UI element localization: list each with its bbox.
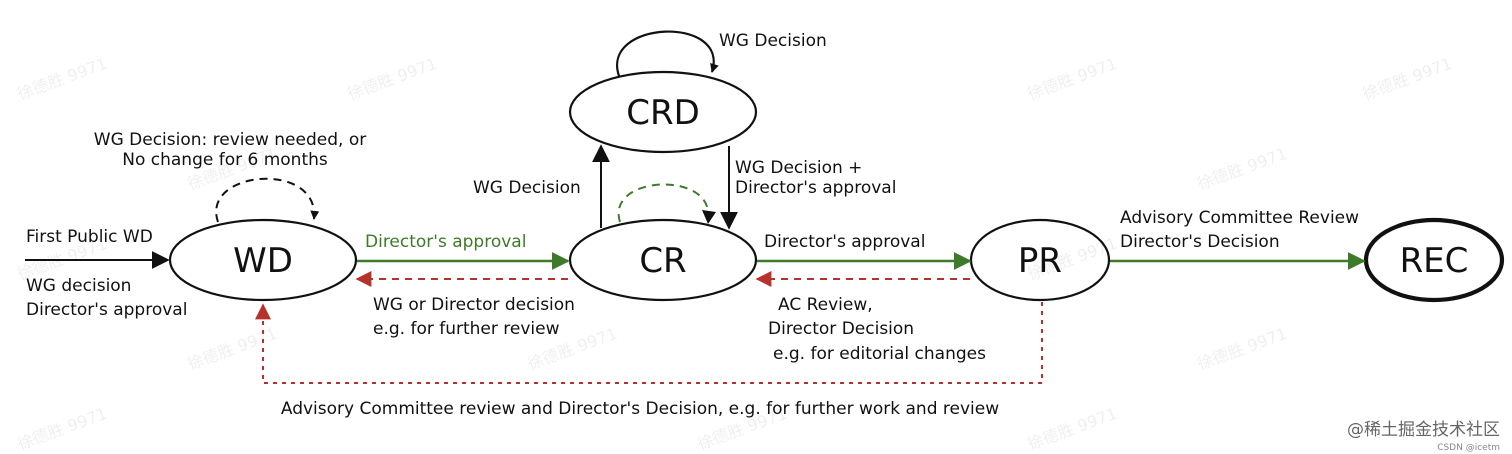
watermark-tile: 徐德胜 9971 bbox=[1360, 54, 1455, 104]
watermark-tile: 徐德胜 9971 bbox=[15, 54, 110, 104]
wd-loop-label-1: WG Decision: review needed, or bbox=[94, 130, 366, 150]
crd-label: CRD bbox=[626, 93, 700, 133]
wd-ellipse bbox=[168, 218, 358, 302]
first-public-label: First Public WD bbox=[26, 227, 153, 247]
pr-to-cr-label-1: AC Review, bbox=[778, 295, 873, 315]
watermark-tile: 徐德胜 9971 bbox=[345, 54, 440, 104]
pr-to-rec-label-1: Advisory Committee Review bbox=[1120, 208, 1359, 228]
cr-to-wd-label-1: WG or Director decision bbox=[373, 295, 575, 315]
pr-to-cr-label-2: Director Decision bbox=[768, 319, 914, 339]
cr-self-loop bbox=[617, 183, 710, 223]
pr-to-wd-arrow bbox=[255, 302, 1043, 384]
cr-to-wd-label-2: e.g. for further review bbox=[373, 319, 560, 339]
wg-decision-label: WG decision bbox=[26, 276, 131, 296]
crd-loop-label: WG Decision bbox=[719, 31, 827, 51]
directors-approval-entry-label: Director's approval bbox=[26, 300, 187, 320]
brand-watermark: @稀土掘金技术社区 bbox=[1347, 420, 1500, 440]
cr-ellipse bbox=[568, 218, 758, 302]
crd-ellipse bbox=[568, 70, 758, 154]
pr-to-cr-label-3: e.g. for editorial changes bbox=[773, 344, 986, 364]
watermark-tile: 徐德胜 9971 bbox=[1195, 144, 1290, 194]
pr-to-rec-label-2: Director's Decision bbox=[1120, 232, 1280, 252]
node-wd: WD bbox=[168, 218, 358, 302]
node-pr: PR bbox=[969, 218, 1111, 302]
watermark-tile: 徐德胜 9971 bbox=[1025, 404, 1120, 454]
cr-to-pr-label: Director's approval bbox=[764, 232, 925, 252]
wd-to-cr-label: Director's approval bbox=[365, 232, 526, 252]
csdn-watermark: CSDN @icetm bbox=[1437, 443, 1500, 453]
watermark-tile: 徐德胜 9971 bbox=[1195, 324, 1290, 374]
wd-loop-label-2: No change for 6 months bbox=[122, 150, 328, 170]
node-rec: REC bbox=[1363, 217, 1505, 303]
rec-label: REC bbox=[1400, 241, 1469, 281]
pr-label: PR bbox=[1018, 241, 1062, 281]
watermark-tile: 徐德胜 9971 bbox=[15, 404, 110, 454]
cr-self-loop-arrowhead bbox=[702, 210, 716, 224]
pr-to-wd-label: Advisory Committee review and Director's… bbox=[281, 399, 999, 419]
node-crd: CRD bbox=[568, 70, 758, 154]
watermark-tile: 徐德胜 9971 bbox=[1025, 54, 1120, 104]
watermark-tile: 徐德胜 9971 bbox=[185, 324, 280, 374]
wd-label: WD bbox=[233, 241, 293, 281]
wd-self-loop bbox=[215, 177, 320, 223]
cr-to-crd-label: WG Decision bbox=[473, 178, 581, 198]
watermark-tiles: 徐德胜 9971 徐德胜 9971 徐德胜 9971 徐德胜 9971 徐德胜 … bbox=[15, 54, 1455, 454]
rec-ellipse bbox=[1363, 217, 1505, 303]
crd-to-cr-label-2: Director's approval bbox=[735, 178, 896, 198]
crd-to-cr-label-1: WG Decision + bbox=[735, 158, 862, 178]
crd-self-loop bbox=[616, 30, 719, 77]
cr-label: CR bbox=[639, 241, 686, 281]
node-cr: CR bbox=[568, 218, 758, 302]
